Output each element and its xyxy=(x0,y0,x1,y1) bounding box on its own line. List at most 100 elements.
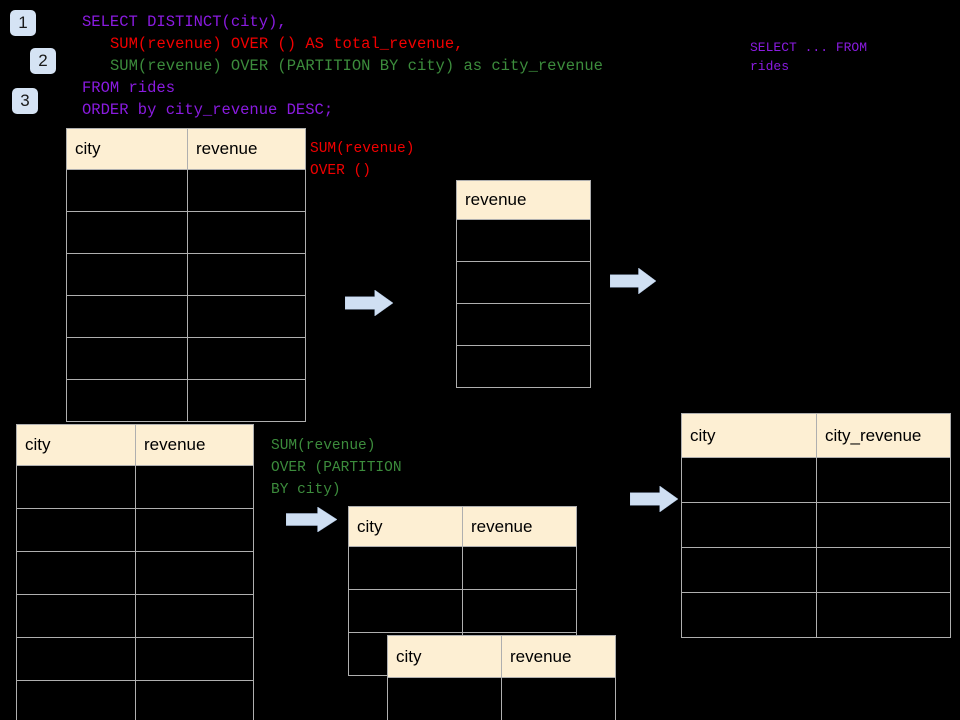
table-cell xyxy=(456,261,591,304)
table-row xyxy=(456,261,591,304)
table-cell xyxy=(66,169,188,212)
table-row xyxy=(681,592,951,638)
table-cell xyxy=(501,677,616,720)
table-cell xyxy=(456,345,591,388)
sql-query-code: SELECT DISTINCT(city), SUM(revenue) OVER … xyxy=(82,11,603,121)
table-cell xyxy=(135,680,254,720)
sql-line-2: SUM(revenue) OVER () AS total_revenue, xyxy=(110,35,464,53)
table-cell xyxy=(681,592,817,638)
table-cell xyxy=(16,680,136,720)
sql-line-4: FROM rides xyxy=(82,79,176,97)
table-row xyxy=(348,546,577,590)
table-cell xyxy=(462,546,577,590)
table-cell xyxy=(135,465,254,509)
table-cell xyxy=(66,295,188,338)
table-row xyxy=(66,379,306,422)
column-header-city: city xyxy=(387,635,502,678)
total-revenue-table: revenue xyxy=(456,180,591,388)
column-header-revenue: revenue xyxy=(456,180,591,220)
table-header-row: revenue xyxy=(456,180,591,220)
arrow-total-to-result xyxy=(609,267,657,295)
table-row xyxy=(16,508,254,552)
table-cell xyxy=(16,508,136,552)
table-cell xyxy=(387,677,502,720)
table-row xyxy=(681,547,951,593)
table-cell xyxy=(66,379,188,422)
step-badge-3: 3 xyxy=(12,88,38,114)
table-row xyxy=(348,589,577,633)
arrow-rides-to-total xyxy=(344,289,394,317)
right-arrow-icon xyxy=(344,289,394,317)
column-header-revenue: revenue xyxy=(462,506,577,547)
table-cell xyxy=(187,253,306,296)
table-row xyxy=(387,677,616,720)
table-cell xyxy=(66,337,188,380)
table-row xyxy=(16,637,254,681)
column-header-city: city xyxy=(66,128,188,170)
step-badge-2: 2 xyxy=(30,48,56,74)
table-cell xyxy=(816,502,951,548)
right-arrow-icon xyxy=(629,485,679,513)
column-header-revenue: revenue xyxy=(135,424,254,466)
table-cell xyxy=(135,508,254,552)
table-cell xyxy=(16,551,136,595)
annotation-select-from-rides: SELECT ... FROM rides xyxy=(750,40,868,74)
table-cell xyxy=(681,457,817,503)
sql-line-3: SUM(revenue) OVER (PARTITION BY city) as… xyxy=(110,57,603,75)
right-arrow-icon xyxy=(609,267,657,295)
table-cell xyxy=(66,253,188,296)
table-cell xyxy=(348,589,463,633)
table-cell xyxy=(681,502,817,548)
table-cell xyxy=(16,594,136,638)
table-row xyxy=(66,253,306,296)
table-cell xyxy=(681,547,817,593)
table-cell xyxy=(187,379,306,422)
column-header-city: city xyxy=(16,424,136,466)
annotation-sum-over-empty: SUM(revenue) OVER () xyxy=(310,141,415,179)
table-cell xyxy=(816,592,951,638)
column-header-revenue: revenue xyxy=(501,635,616,678)
table-cell xyxy=(456,303,591,346)
sql-line-1: SELECT DISTINCT(city), xyxy=(82,13,287,31)
table-cell xyxy=(16,465,136,509)
table-row xyxy=(456,303,591,346)
table-row xyxy=(16,594,254,638)
table-cell xyxy=(135,551,254,595)
column-header-city_revenue: city_revenue xyxy=(816,413,951,458)
arrow-partition-to-result xyxy=(629,485,679,513)
table-cell xyxy=(456,219,591,262)
column-header-city: city xyxy=(681,413,817,458)
step-badge-1: 1 xyxy=(10,10,36,36)
table-cell xyxy=(187,169,306,212)
table-row xyxy=(66,169,306,212)
table-cell xyxy=(348,546,463,590)
table-cell xyxy=(187,295,306,338)
table-row xyxy=(681,502,951,548)
column-header-city: city xyxy=(348,506,463,547)
table-row xyxy=(16,680,254,720)
table-cell xyxy=(816,457,951,503)
table-cell xyxy=(462,589,577,633)
column-header-revenue: revenue xyxy=(187,128,306,170)
table-cell xyxy=(816,547,951,593)
table-cell xyxy=(187,337,306,380)
table-row xyxy=(456,345,591,388)
table-row xyxy=(681,457,951,503)
right-arrow-icon xyxy=(285,506,338,533)
table-row xyxy=(16,465,254,509)
arrow-rides-to-partition xyxy=(285,506,338,533)
table-row xyxy=(66,211,306,254)
table-cell xyxy=(16,637,136,681)
table-cell xyxy=(135,594,254,638)
